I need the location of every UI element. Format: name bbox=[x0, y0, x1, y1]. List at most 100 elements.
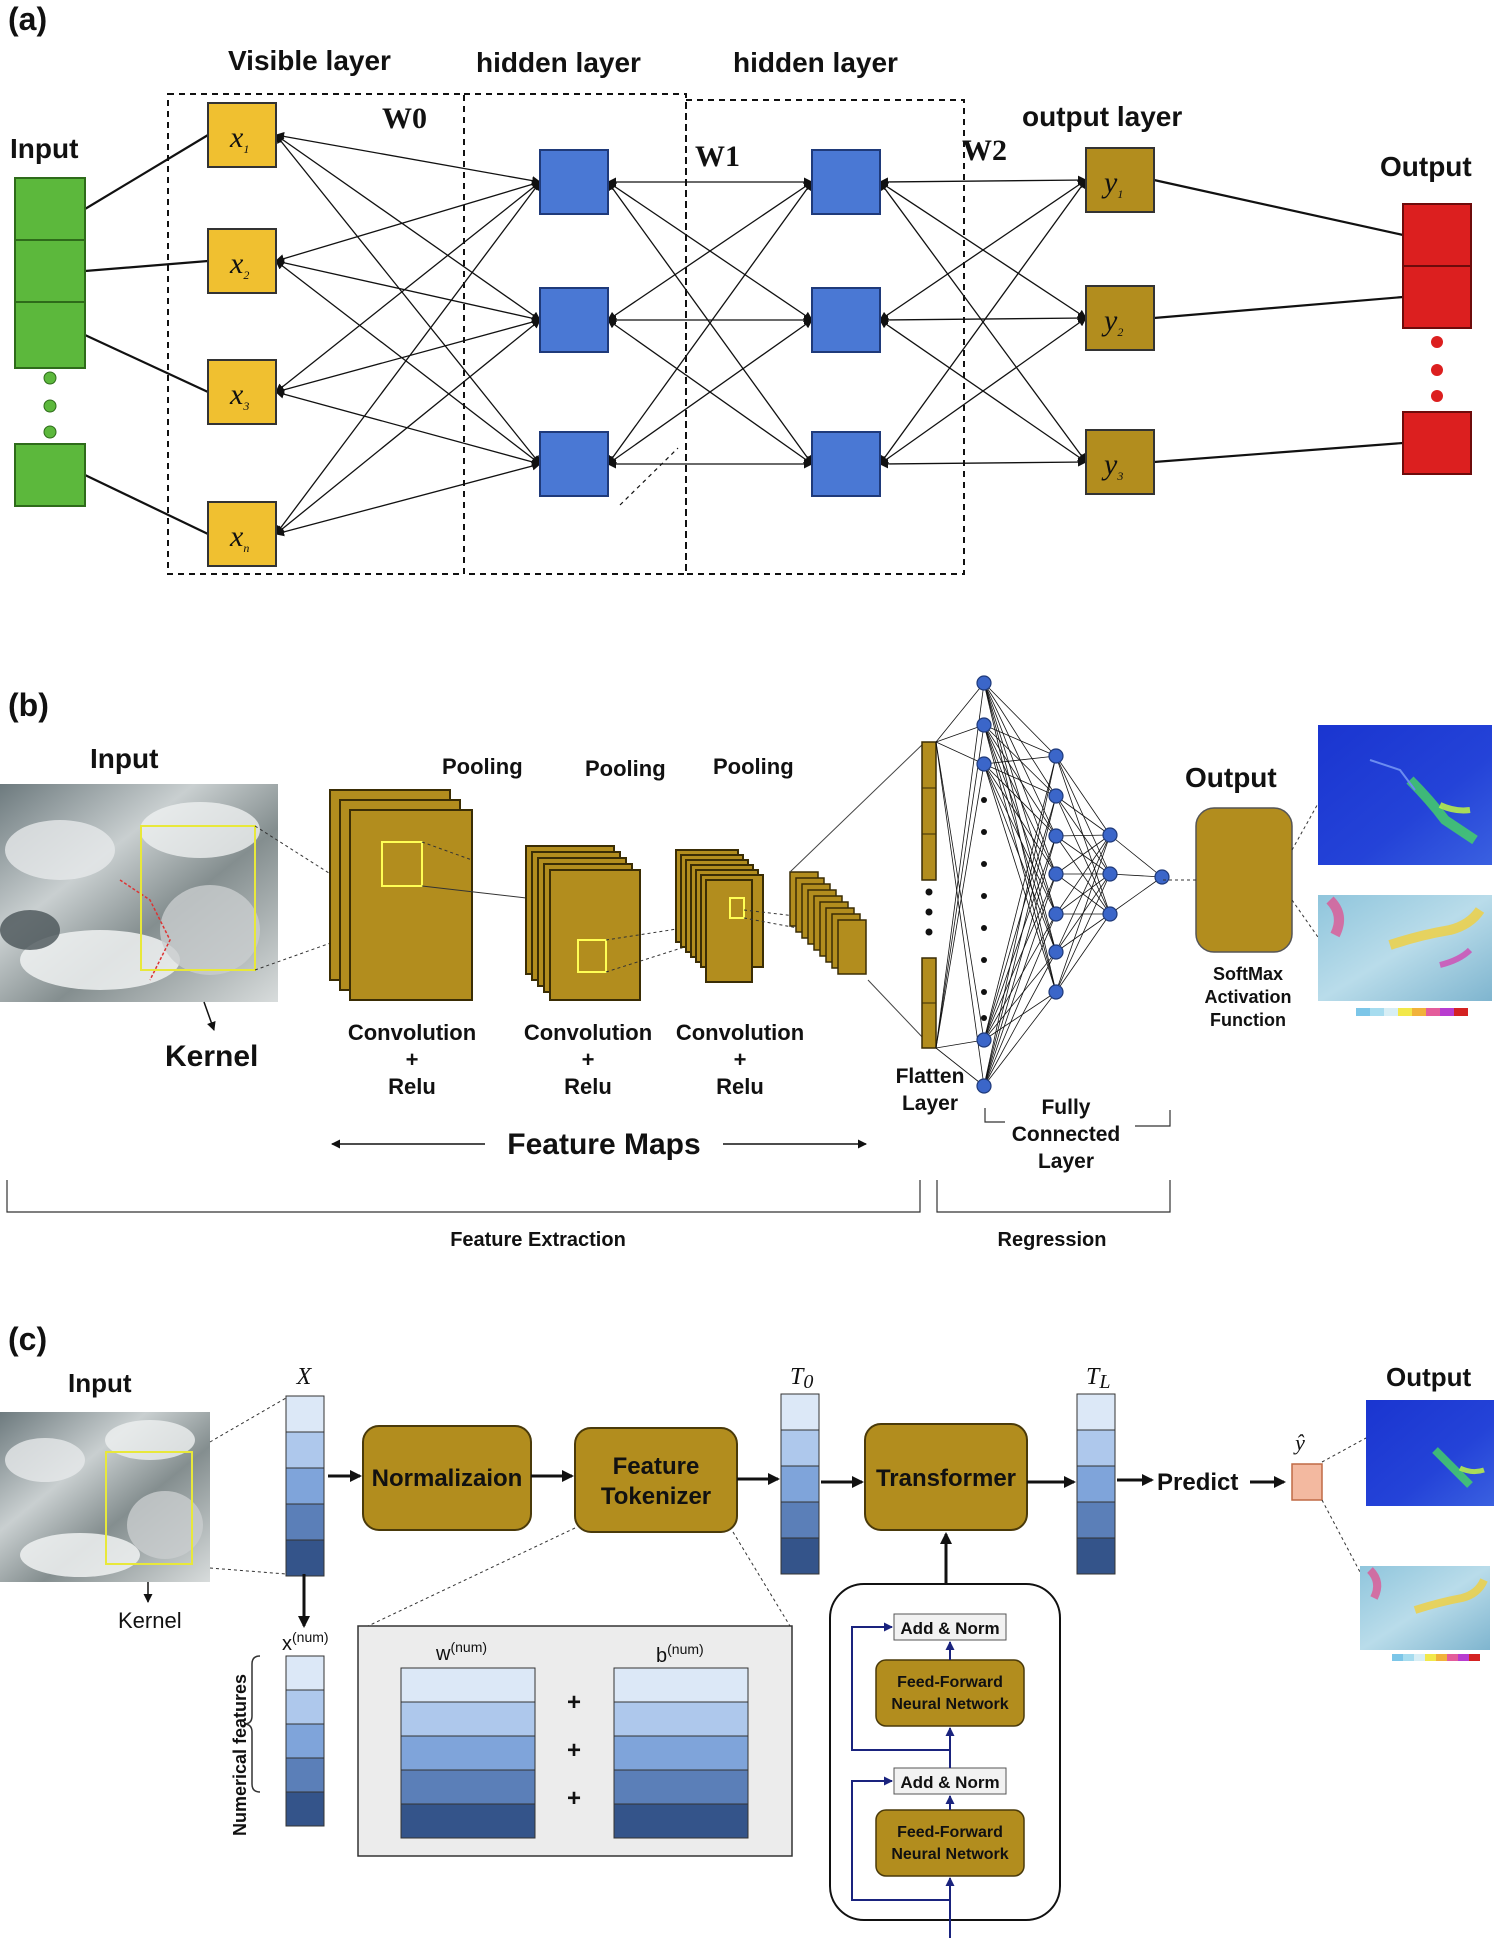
map-feature bbox=[1458, 1465, 1485, 1475]
visible-node: xn bbox=[207, 501, 277, 567]
fc-edge bbox=[1055, 834, 1111, 875]
colorbar-cell bbox=[1398, 1008, 1412, 1016]
transformer-internal-arrows bbox=[851, 1622, 955, 1938]
output-edge bbox=[1153, 295, 1404, 320]
fc-edge bbox=[983, 763, 1057, 993]
pooling-window bbox=[729, 897, 745, 919]
svg-text:Layer: Layer bbox=[1038, 1150, 1094, 1173]
flatten-edge bbox=[935, 682, 985, 743]
fc-node bbox=[1048, 748, 1064, 764]
fc-edge bbox=[983, 755, 1057, 1087]
tl-vector-cell bbox=[1076, 1501, 1116, 1539]
output-connector bbox=[1291, 899, 1321, 941]
fc-edge bbox=[983, 682, 1057, 797]
output-label: Output bbox=[1185, 762, 1277, 793]
output-node: y3 bbox=[1085, 429, 1155, 495]
weight-edge bbox=[607, 319, 813, 465]
plus-sign: + bbox=[567, 1785, 581, 1812]
svg-text:+: + bbox=[582, 1047, 595, 1072]
input-edge bbox=[84, 259, 209, 273]
ellipsis-dot bbox=[43, 425, 57, 439]
feature-map bbox=[549, 869, 641, 1001]
ellipsis-dot bbox=[981, 893, 987, 899]
x-vector-cell bbox=[285, 1539, 325, 1577]
add-norm-label-2: Add & Norm bbox=[900, 1773, 999, 1792]
weight-edge bbox=[275, 258, 541, 323]
numerical-features-brace bbox=[243, 1655, 261, 1793]
panel-b: (b) Input Kernel bbox=[0, 675, 1492, 1251]
weight-w2: W2 bbox=[962, 134, 1007, 167]
flatten-edge bbox=[935, 724, 985, 1049]
node-sub: 1 bbox=[243, 142, 249, 156]
yhat-label: ŷ bbox=[1293, 1430, 1305, 1455]
colorbar-cell bbox=[1412, 1008, 1426, 1016]
w-num-row bbox=[400, 1803, 536, 1839]
pooling-label-2: Pooling bbox=[585, 756, 666, 781]
output-node-label: y3 bbox=[1101, 448, 1123, 483]
weight-edge bbox=[275, 181, 541, 393]
visible-node-label: x2 bbox=[229, 247, 249, 282]
fc-edge bbox=[983, 795, 1057, 1041]
map-feature bbox=[1406, 776, 1478, 845]
output-map-blue bbox=[1366, 1400, 1494, 1506]
ellipsis-dot bbox=[981, 925, 987, 931]
weight-w1: W1 bbox=[695, 140, 740, 173]
map-feature bbox=[1388, 907, 1485, 950]
visible-layer-label: Visible layer bbox=[228, 45, 391, 76]
cloud bbox=[105, 1420, 195, 1460]
detail-connector bbox=[732, 1531, 791, 1627]
b-num-label: b(num) bbox=[656, 1641, 704, 1667]
plus-sign: + bbox=[567, 1689, 581, 1716]
fc-edge bbox=[983, 682, 1057, 915]
numerical-features-label: Numerical features bbox=[230, 1674, 250, 1836]
node-base: x bbox=[229, 378, 244, 411]
fc-edge bbox=[983, 835, 1057, 1041]
ellipsis-dot bbox=[925, 908, 933, 916]
pooling-label-3: Pooling bbox=[713, 754, 794, 779]
add-norm-label-1: Add & Norm bbox=[900, 1619, 999, 1638]
fc-edge bbox=[1109, 873, 1163, 878]
node-base: y bbox=[1101, 304, 1118, 337]
ellipsis-dot bbox=[925, 928, 933, 936]
satellite-input-image bbox=[0, 784, 278, 1002]
fc-edge bbox=[983, 682, 1057, 953]
flatten-edge bbox=[935, 724, 985, 743]
projection-line bbox=[254, 919, 396, 971]
colorbar-cell bbox=[1426, 1008, 1440, 1016]
transformer-box bbox=[864, 1423, 1028, 1531]
colorbar-cell bbox=[1440, 1008, 1454, 1016]
kernel-label: Kernel bbox=[118, 1608, 182, 1633]
visible-layer-box bbox=[167, 93, 465, 575]
input-edge bbox=[84, 134, 209, 210]
fc-edge bbox=[983, 763, 1057, 953]
node-sub: 3 bbox=[242, 399, 249, 413]
ellipsis-dot bbox=[1431, 336, 1443, 348]
feature-tokenizer-box bbox=[574, 1427, 738, 1533]
fc-edge bbox=[1055, 873, 1111, 993]
cloud bbox=[160, 885, 260, 975]
tl-vector-cell bbox=[1076, 1537, 1116, 1575]
fc-node bbox=[1102, 906, 1118, 922]
fc-edge bbox=[983, 763, 1057, 875]
x-num-cell bbox=[285, 1757, 325, 1793]
ellipsis-dot bbox=[1431, 364, 1443, 376]
b-num-row bbox=[613, 1701, 749, 1737]
b-num-row bbox=[613, 1667, 749, 1703]
colorbar-cell bbox=[1356, 1008, 1370, 1016]
colorbar-cell bbox=[1454, 1008, 1468, 1016]
hidden-node bbox=[539, 149, 609, 215]
feature-extraction-bracket bbox=[6, 1180, 921, 1213]
t0-vector bbox=[780, 1393, 820, 1575]
input-label: Input bbox=[10, 133, 78, 164]
fc-edge bbox=[983, 763, 1057, 797]
output-cell bbox=[1402, 203, 1472, 267]
fc-edge bbox=[983, 835, 1057, 1087]
ellipsis-dot bbox=[981, 861, 987, 867]
fc-node bbox=[1102, 827, 1118, 843]
fc-node bbox=[1048, 906, 1064, 922]
fc-edge bbox=[983, 763, 1057, 837]
feature-map-stack-1 bbox=[329, 789, 473, 1001]
weight-edge bbox=[275, 179, 541, 264]
t0-vector-cell bbox=[780, 1537, 820, 1575]
ellipsis-dot bbox=[925, 888, 933, 896]
